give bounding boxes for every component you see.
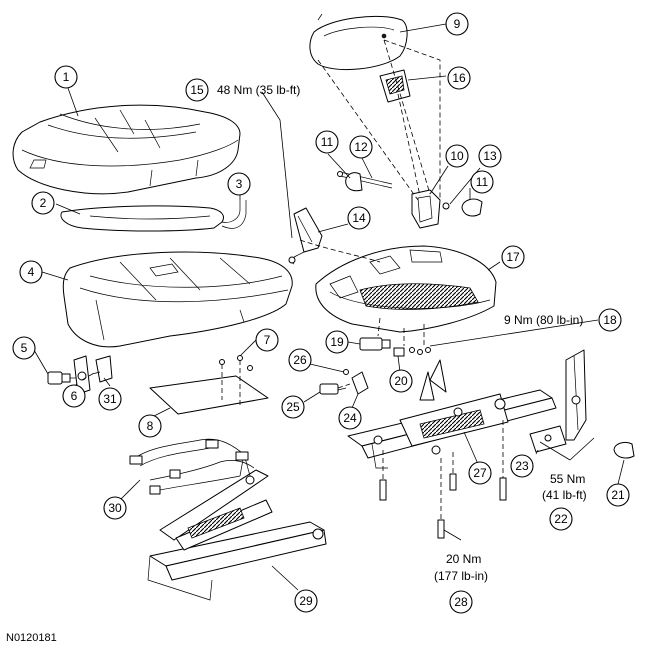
callout-3: 3 [227, 172, 251, 196]
callout-14: 14 [347, 206, 371, 230]
callout-11-right: 11 [470, 170, 494, 194]
callout-27: 27 [468, 461, 492, 485]
svg-text:9: 9 [454, 17, 461, 31]
callout-13: 13 [478, 144, 502, 168]
headrest [309, 13, 408, 71]
pivot-clip [91, 355, 113, 383]
callout-21: 21 [606, 483, 630, 507]
leader-lines [33, 23, 625, 591]
svg-text:11: 11 [321, 135, 334, 149]
callout-8: 8 [138, 414, 162, 438]
seat-cushion-pad [62, 251, 293, 348]
callout-22: 22 [549, 507, 573, 531]
torque-18: 9 Nm (80 lb-in) [504, 313, 583, 327]
screws [219, 355, 253, 371]
callout-23: 23 [510, 454, 534, 478]
pivot-cover-right [461, 198, 483, 217]
svg-text:1: 1 [63, 70, 70, 84]
callout-16: 16 [447, 66, 471, 90]
svg-text:17: 17 [506, 250, 520, 264]
callout-29: 29 [294, 589, 318, 613]
figure-id: N0120181 [6, 632, 57, 644]
svg-text:8: 8 [147, 419, 154, 433]
wiring-harness [129, 438, 255, 495]
torque-22-line2: (41 lb-ft) [542, 488, 587, 502]
svg-text:25: 25 [286, 400, 300, 414]
svg-text:19: 19 [330, 335, 344, 349]
seat-cushion-frame [315, 245, 497, 333]
svg-text:26: 26 [293, 353, 307, 367]
svg-text:13: 13 [483, 149, 497, 163]
torque-28-line2: (177 lb-in) [434, 569, 488, 583]
seatbelt-buckle [288, 207, 323, 265]
svg-text:20: 20 [394, 374, 408, 388]
svg-text:31: 31 [103, 392, 117, 406]
headrest-guide [379, 69, 411, 103]
svg-text:4: 4 [28, 265, 35, 279]
sensor-module [359, 337, 391, 351]
seat-cushion-cover [12, 104, 241, 195]
torque-15: 48 Nm (35 lb-ft) [217, 83, 300, 97]
torque-28-line1: 20 Nm [446, 552, 481, 566]
svg-text:21: 21 [611, 488, 625, 502]
manual-seat-track [147, 453, 327, 601]
backrest-bracket [411, 189, 450, 229]
harness-clip [351, 371, 369, 395]
svg-text:2: 2 [40, 196, 47, 210]
cap-plug [613, 441, 635, 459]
callout-26: 26 [288, 348, 312, 372]
svg-text:22: 22 [554, 512, 568, 526]
callout-4: 4 [19, 260, 43, 284]
callout-10: 10 [445, 144, 469, 168]
callout-17: 17 [501, 245, 525, 269]
svg-text:18: 18 [603, 313, 617, 327]
svg-text:27: 27 [473, 466, 487, 480]
callout-25: 25 [281, 395, 305, 419]
svg-text:11: 11 [476, 175, 489, 189]
callout-2: 2 [31, 191, 55, 215]
callout-30: 30 [103, 496, 127, 520]
callout-24: 24 [338, 406, 362, 430]
svg-text:6: 6 [71, 389, 78, 403]
svg-text:3: 3 [236, 177, 243, 191]
harness-connector [319, 383, 347, 395]
callout-19: 19 [325, 330, 349, 354]
callout-31: 31 [98, 387, 122, 411]
nut [393, 347, 405, 357]
callout-20: 20 [389, 369, 413, 393]
callout-12: 12 [349, 135, 373, 159]
seat-track-assembly [347, 359, 557, 469]
callout-7: 7 [255, 328, 279, 352]
svg-text:14: 14 [352, 211, 366, 225]
frame-screws [409, 347, 431, 355]
svg-text:30: 30 [108, 501, 122, 515]
callout-5: 5 [12, 336, 36, 360]
callout-15: 15 [185, 78, 209, 102]
svg-text:10: 10 [450, 149, 464, 163]
callout-18: 18 [598, 308, 622, 332]
callout-9: 9 [445, 12, 469, 36]
torque-22-line1: 55 Nm [550, 472, 585, 486]
svg-text:16: 16 [452, 71, 466, 85]
wire-clip [221, 200, 247, 229]
pin [343, 369, 349, 375]
seat-shield-panel [149, 360, 269, 415]
svg-text:29: 29 [299, 594, 313, 608]
callout-1: 1 [54, 65, 78, 89]
callout-28: 28 [449, 590, 473, 614]
callout-11-left: 11 [315, 130, 339, 154]
svg-text:24: 24 [343, 411, 357, 425]
callout-6: 6 [62, 384, 86, 408]
svg-text:15: 15 [190, 83, 204, 97]
cushion-insulator [60, 205, 224, 232]
svg-text:23: 23 [515, 459, 529, 473]
svg-text:7: 7 [264, 333, 271, 347]
track-bolts [379, 420, 507, 539]
svg-text:12: 12 [354, 140, 368, 154]
svg-text:28: 28 [454, 595, 468, 609]
svg-text:5: 5 [21, 341, 28, 355]
recliner-arm [565, 349, 587, 441]
recliner-motor [529, 425, 567, 453]
